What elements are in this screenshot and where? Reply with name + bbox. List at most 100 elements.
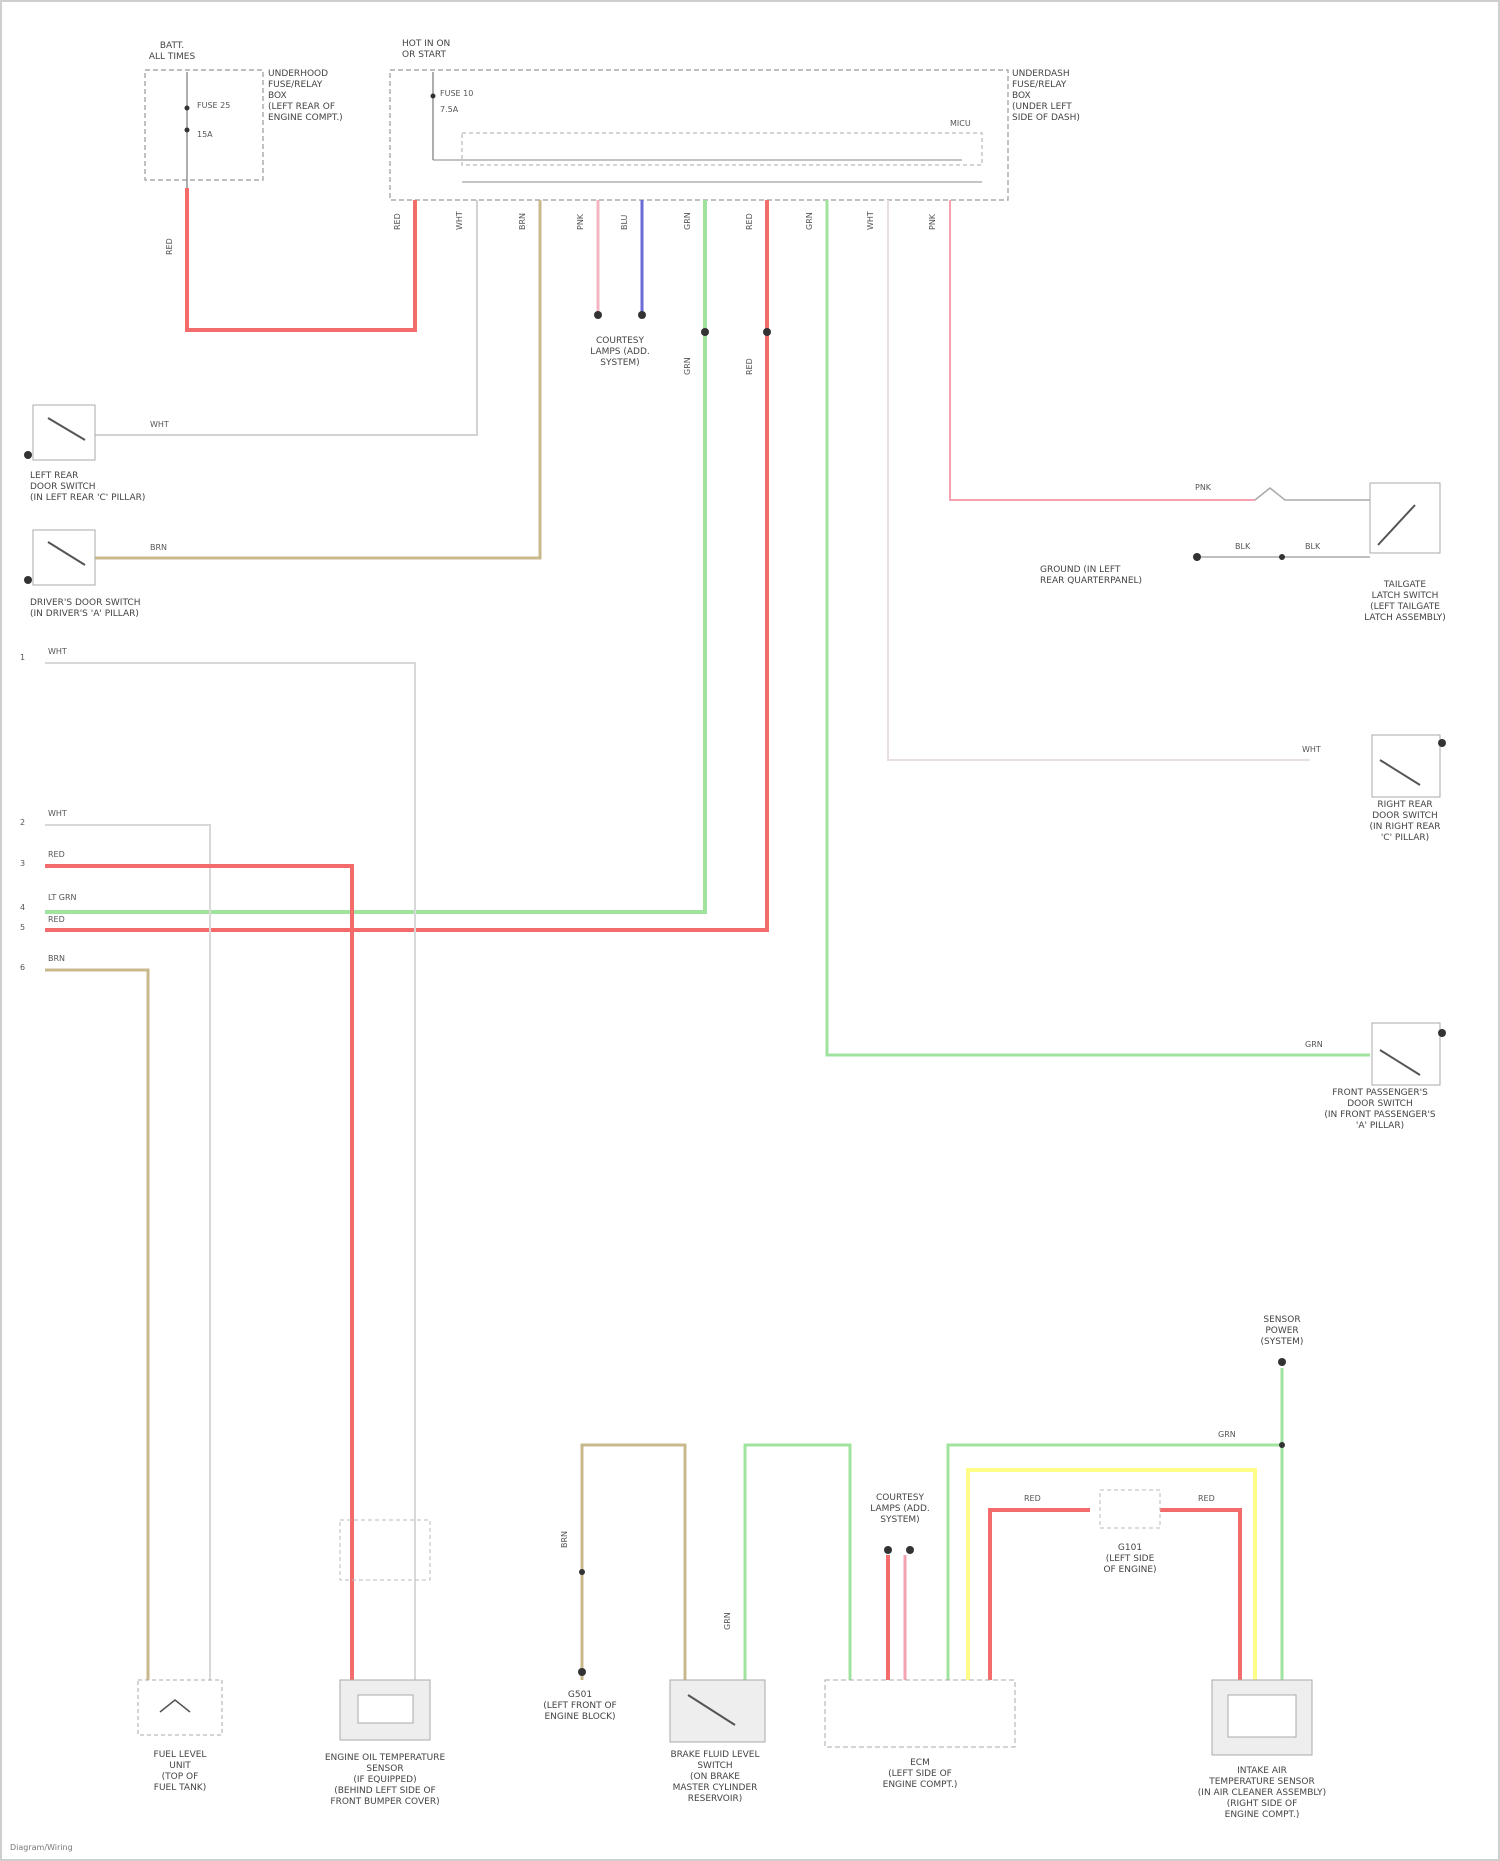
brn-bottom-label: BRN: [560, 1531, 569, 1548]
fuse-25-amps: 15A: [197, 130, 213, 139]
g501-label-1: G501: [568, 1690, 592, 1700]
g101-label-1: G101: [1118, 1543, 1142, 1553]
fuse-box-title-2: ALL TIMES: [149, 52, 196, 62]
g101-label-2: (LEFT SIDE: [1106, 1554, 1155, 1564]
driver-door-label-1: DRIVER'S DOOR SWITCH: [30, 598, 140, 608]
wire-wht-top-label: WHT: [455, 211, 464, 230]
left-rear-label-2: DOOR SWITCH: [30, 482, 96, 492]
intake-label-2: TEMPERATURE SENSOR: [1208, 1777, 1314, 1787]
left-red-label: RED: [48, 850, 65, 859]
rail-pin-1: 1: [20, 653, 25, 662]
left-wht-label: WHT: [48, 647, 67, 656]
wire-brn-top-label: BRN: [518, 213, 527, 230]
control-unit-desc-3: BOX: [1012, 91, 1031, 101]
oil-sensor-label-3: (IF EQUIPPED): [353, 1775, 416, 1785]
red-bottom2-label: RED: [1198, 1494, 1215, 1503]
wire-grn-top2-label: GRN: [805, 212, 814, 230]
fuse-box-desc-1: UNDERHOOD: [268, 69, 328, 79]
sensor-power-label-2: POWER: [1265, 1326, 1298, 1336]
wire-wht-mid-label: WHT: [866, 211, 875, 230]
ecm-label-1: ECM: [910, 1758, 930, 1768]
intake-sensor-inner: [1228, 1695, 1296, 1737]
fuse-10-node: [431, 94, 436, 99]
brake-label-5: RESERVOIR): [688, 1794, 743, 1804]
ecm-label-3: ENGINE COMPT.): [883, 1780, 958, 1790]
wire-red-lower-label: RED: [745, 358, 754, 375]
driver-door-label-2: (IN DRIVER'S 'A' PILLAR): [30, 609, 139, 619]
intake-label-1: INTAKE AIR: [1237, 1766, 1287, 1776]
courtesy-top-label-1: COURTESY: [596, 336, 644, 346]
right-rear-label-4: 'C' PILLAR): [1381, 833, 1429, 843]
control-unit-title-1: HOT IN ON: [402, 39, 450, 49]
sensor-power-label-1: SENSOR: [1263, 1315, 1300, 1325]
wire-blu-top-label: BLU: [620, 214, 629, 230]
fuse-box-title-1: BATT.: [160, 41, 184, 51]
tailgate-label-3: (LEFT TAILGATE: [1370, 602, 1440, 612]
tailgate-label-1: TAILGATE: [1383, 580, 1427, 590]
wire-grn-mid-label: GRN: [683, 357, 692, 375]
rail-pin-5: 5: [20, 923, 25, 932]
fuel-label-3: (TOP OF: [162, 1772, 199, 1782]
tailgate-ground-node: [1193, 553, 1201, 561]
fuel-label-4: FUEL TANK): [154, 1783, 206, 1793]
right-rear-label-1: RIGHT REAR: [1377, 800, 1432, 810]
intake-label-5: ENGINE COMPT.): [1225, 1810, 1300, 1820]
fuse-box-desc-4: (LEFT REAR OF: [268, 102, 335, 112]
fuse-25-node-2: [185, 128, 190, 133]
oil-sensor-label-4: (BEHIND LEFT SIDE OF: [334, 1786, 436, 1796]
courtesy-node-1: [594, 311, 602, 319]
tailgate-blk2-label: BLK: [1305, 542, 1321, 551]
brake-label-1: BRAKE FLUID LEVEL: [670, 1750, 759, 1760]
grn-bottom-label: GRN: [723, 1612, 732, 1630]
rail-pin-4: 4: [20, 903, 25, 912]
wire-red-left-label: RED: [393, 213, 402, 230]
left-rear-ground: [24, 451, 32, 459]
passenger-label-4: 'A' PILLAR): [1356, 1121, 1404, 1131]
micu-label: MICU: [950, 119, 971, 128]
wire-pnk-top2-label: PNK: [928, 213, 937, 230]
wire-red-mid-label: RED: [745, 213, 754, 230]
wire-red-top-label: RED: [165, 238, 174, 255]
sensor-power-splice: [1279, 1442, 1285, 1448]
ecm-label-2: (LEFT SIDE OF: [888, 1769, 952, 1779]
driver-ground: [24, 576, 32, 584]
footer-text: Diagram/Wiring: [10, 1843, 73, 1852]
g101-label-3: OF ENGINE): [1103, 1565, 1156, 1575]
control-unit-desc-1: UNDERDASH: [1012, 69, 1070, 79]
control-unit-desc-5: SIDE OF DASH): [1012, 113, 1080, 123]
left-rear-label-1: LEFT REAR: [30, 471, 78, 481]
rail-pin-6: 6: [20, 963, 25, 972]
wire-wht-branch-label: WHT: [150, 420, 169, 429]
passenger-ground: [1438, 1029, 1446, 1037]
tailgate-label-2: LATCH SWITCH: [1372, 591, 1439, 601]
brake-label-3: (ON BRAKE: [690, 1772, 740, 1782]
fuel-label-2: UNIT: [169, 1761, 191, 1771]
sensor-power-label-3: (SYSTEM): [1261, 1337, 1304, 1347]
g501-label-2: (LEFT FRONT OF: [543, 1701, 616, 1711]
control-unit-desc-2: FUSE/RELAY: [1012, 80, 1067, 90]
g501-splice: [579, 1569, 585, 1575]
courtesy-bottom-node-2: [906, 1546, 914, 1554]
courtesy-bottom-label-1: COURTESY: [876, 1493, 924, 1503]
brake-label-4: MASTER CYLINDER: [673, 1783, 758, 1793]
g501-node: [578, 1668, 586, 1676]
passenger-label-1: FRONT PASSENGER'S: [1332, 1088, 1428, 1098]
tailgate-blk-label: BLK: [1235, 542, 1251, 551]
wire-wht-right-label: WHT: [1302, 745, 1321, 754]
courtesy-top-label-2: LAMPS (ADD.: [590, 347, 650, 357]
left-brn-label: BRN: [48, 954, 65, 963]
rail-pin-3: 3: [20, 859, 25, 868]
oil-sensor-label-1: ENGINE OIL TEMPERATURE: [325, 1753, 446, 1763]
wire-grn-top-label: GRN: [683, 212, 692, 230]
intake-label-3: (IN AIR CLEANER ASSEMBLY): [1198, 1788, 1326, 1798]
tailgate-ground-label-1: GROUND (IN LEFT: [1040, 565, 1121, 575]
courtesy-bottom-label-2: LAMPS (ADD.: [870, 1504, 930, 1514]
passenger-label-3: (IN FRONT PASSENGER'S: [1324, 1110, 1436, 1120]
brake-switch-box: [670, 1680, 765, 1742]
fuel-label-1: FUEL LEVEL: [154, 1750, 207, 1760]
wire-pnk-ground-label: PNK: [1195, 483, 1212, 492]
tailgate-splice: [1279, 554, 1285, 560]
intake-label-4: (RIGHT SIDE OF: [1227, 1799, 1298, 1809]
right-rear-label-2: DOOR SWITCH: [1372, 811, 1438, 821]
